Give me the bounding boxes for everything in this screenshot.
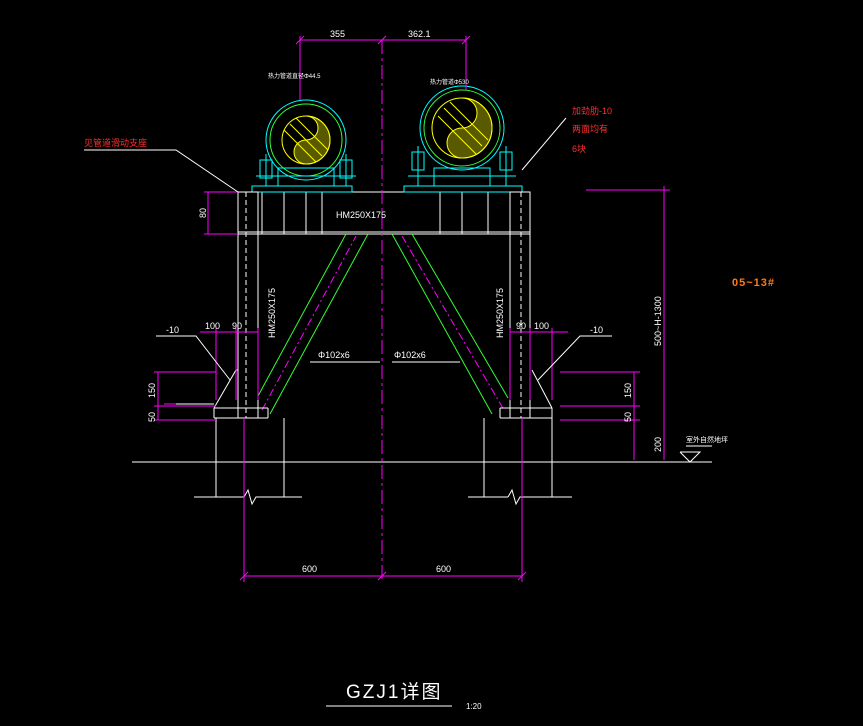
dim-left-50: 50 bbox=[147, 412, 157, 422]
drawing-title: GZJ1详图 bbox=[346, 681, 442, 703]
dim-bottom-left: 600 bbox=[302, 564, 317, 574]
pipe-left bbox=[256, 99, 356, 187]
dim-right-50: 50 bbox=[623, 412, 633, 422]
dim-beam-depth: 80 bbox=[198, 208, 208, 218]
brace-right bbox=[391, 233, 509, 415]
dim-right-100: 100 bbox=[534, 321, 549, 331]
label-pipe-right: 热力管道Φ530 bbox=[430, 78, 469, 86]
label-brace-right: Φ102x6 bbox=[394, 350, 426, 360]
dim-bottom-right: 600 bbox=[436, 564, 451, 574]
stiffeners-right bbox=[439, 192, 511, 234]
dim-left-100: 100 bbox=[205, 321, 220, 331]
foundation-left bbox=[194, 418, 302, 506]
dim-top-right: 362.1 bbox=[408, 29, 431, 39]
dim-right-90: 90 bbox=[516, 321, 526, 331]
dim-right-200: 200 bbox=[653, 437, 663, 452]
label-right-note-2: 两面均有 bbox=[572, 123, 608, 134]
dim-top-left: 355 bbox=[330, 29, 345, 39]
pipe-right bbox=[408, 85, 516, 187]
label-brace-left: Φ102x6 bbox=[318, 350, 350, 360]
label-right-note-1: 加劲肋-10 bbox=[572, 105, 612, 116]
support-plate-left bbox=[251, 185, 353, 193]
dim-right-150: 150 bbox=[623, 383, 633, 398]
ground-symbol bbox=[679, 451, 702, 463]
brace-left bbox=[257, 233, 369, 415]
label-col-left: HM250X175 bbox=[267, 288, 277, 338]
label-pipe-left: 热力管道直径Φ44.5 bbox=[268, 72, 321, 80]
foundation-right bbox=[468, 418, 572, 506]
leaders bbox=[84, 117, 612, 405]
drawing-scale: 1:20 bbox=[466, 702, 482, 711]
label-ground: 室外自然地坪 bbox=[686, 435, 728, 444]
dim-height-range: 500~H-1300 bbox=[653, 296, 663, 346]
dim-left-90: 90 bbox=[232, 321, 242, 331]
label-col-right: HM250X175 bbox=[495, 288, 505, 338]
dim-left-150: 150 bbox=[147, 383, 157, 398]
stiffeners-left bbox=[261, 192, 323, 234]
label-beam: HM250X175 bbox=[336, 210, 386, 220]
label-count: 05~13# bbox=[732, 277, 775, 289]
label-right-note-3: 6块 bbox=[572, 143, 586, 154]
base-left bbox=[213, 369, 269, 419]
column-right bbox=[509, 191, 531, 419]
base-right bbox=[499, 369, 553, 419]
structure bbox=[132, 40, 712, 582]
support-plate-right bbox=[403, 185, 523, 193]
label-plate-right: -10 bbox=[590, 325, 603, 335]
column-left bbox=[237, 191, 259, 419]
label-left-note: 见管道滑动支座 bbox=[84, 137, 147, 148]
dimensions bbox=[154, 35, 670, 582]
label-plate-left: -10 bbox=[166, 325, 179, 335]
